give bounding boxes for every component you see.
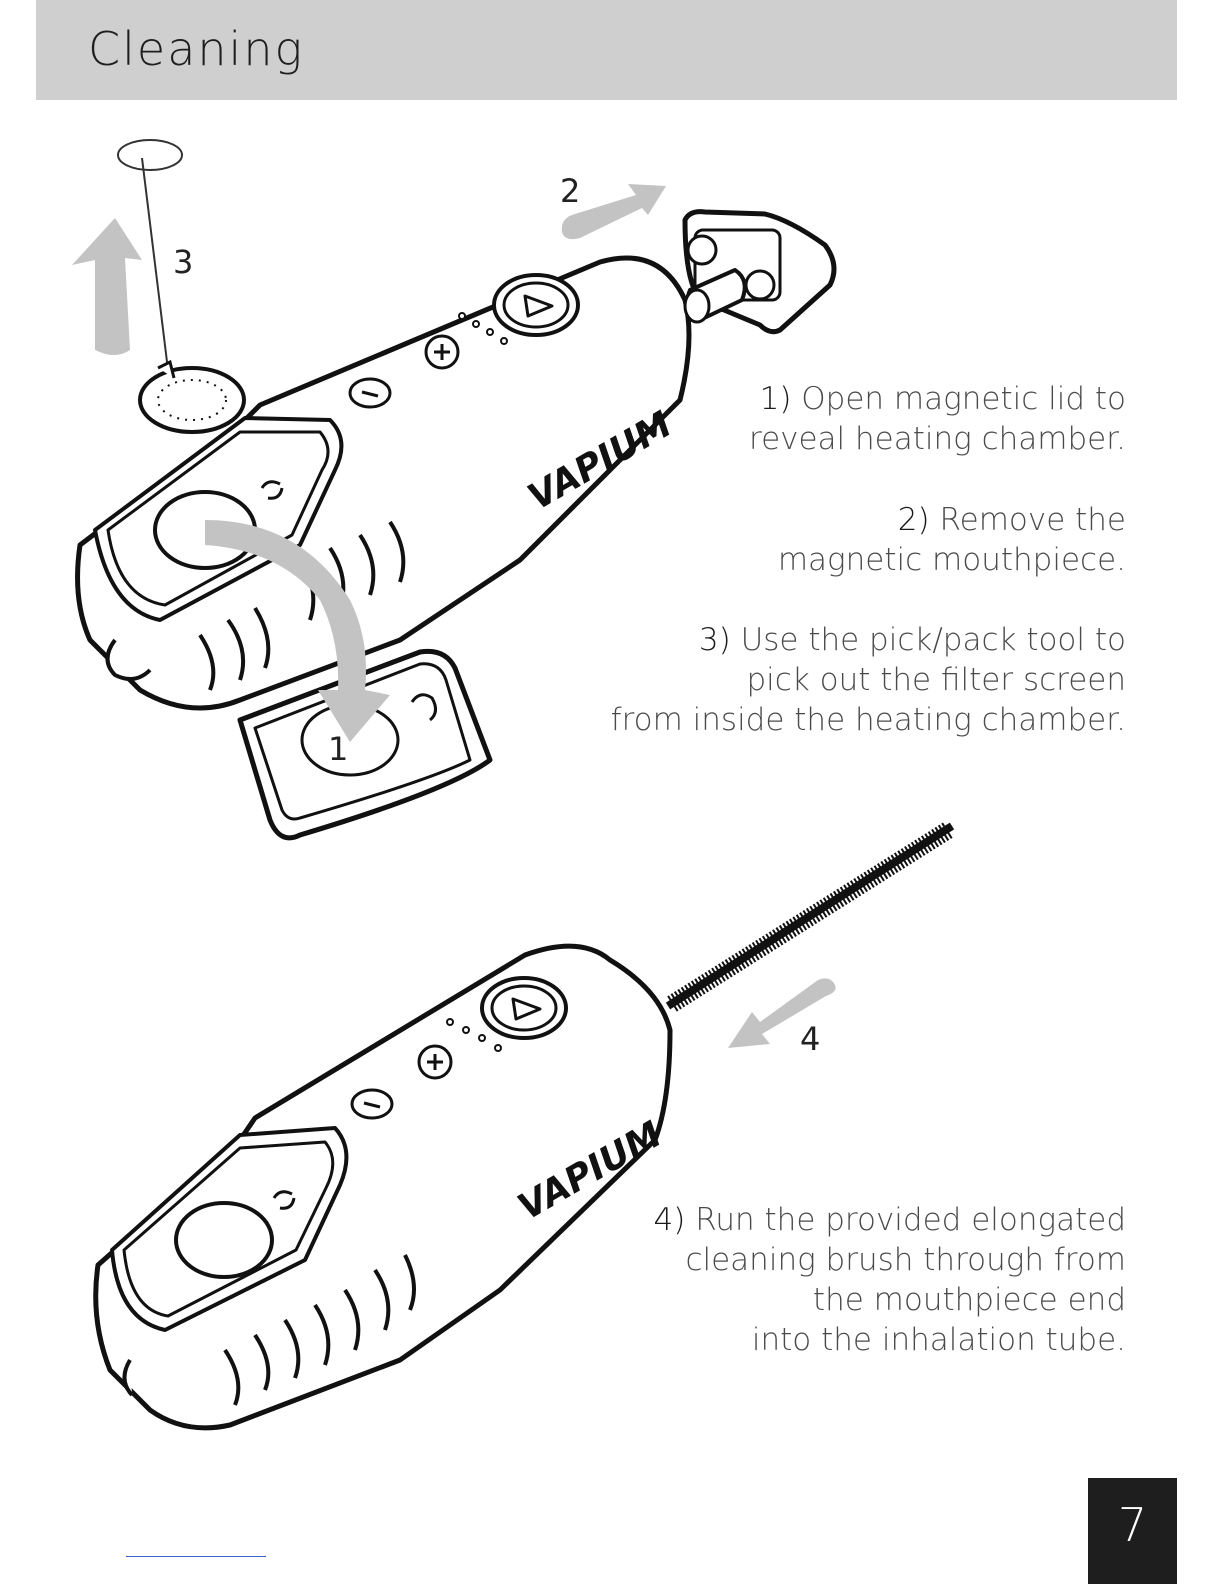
step-2-number: 2) — [898, 502, 930, 538]
callout-step-3: 3 — [173, 243, 193, 281]
step-4-line-2: cleaning brush through from — [654, 1240, 1126, 1280]
step-3-line-2: pick out the filter screen — [611, 660, 1126, 700]
step-4-text: 4) Run the provided elongated cleaning b… — [654, 1200, 1126, 1360]
step-4-line-3: the mouthpiece end — [654, 1280, 1126, 1320]
step-1-line-2: reveal heating chamber. — [749, 419, 1126, 459]
callout-step-4: 4 — [800, 1020, 820, 1058]
step-4-number: 4) — [654, 1202, 686, 1238]
step-2-line-1: Remove the — [939, 502, 1126, 538]
callout-step-2: 2 — [560, 172, 580, 210]
cleaning-brush — [668, 826, 952, 1006]
step-3-number: 3) — [699, 622, 731, 658]
page-number: 7 — [1088, 1498, 1177, 1552]
vaporizer-device-top — [78, 258, 689, 838]
step-3-text: 3) Use the pick/pack tool to pick out th… — [611, 620, 1126, 740]
step-4-line-1: Run the provided elongated — [695, 1202, 1126, 1238]
callout-step-1: 1 — [328, 730, 348, 768]
step-3-line-3: from inside the heating chamber. — [611, 700, 1126, 740]
pick-pack-tool — [118, 140, 244, 432]
step-2-text: 2) Remove the magnetic mouthpiece. — [778, 500, 1126, 580]
footer-link-underline — [126, 1556, 266, 1557]
step-2-line-2: magnetic mouthpiece. — [778, 540, 1126, 580]
step-1-number: 1) — [760, 381, 792, 417]
arrow-up-icon — [72, 218, 142, 355]
step-1-line-1: Open magnetic lid to — [801, 381, 1126, 417]
step-1-text: 1) Open magnetic lid to reveal heating c… — [749, 379, 1126, 459]
step-4-line-4: into the inhalation tube. — [654, 1320, 1126, 1360]
magnetic-mouthpiece — [685, 212, 834, 332]
step-3-line-1: Use the pick/pack tool to — [741, 622, 1126, 658]
page-number-box: 7 — [1088, 1478, 1177, 1584]
